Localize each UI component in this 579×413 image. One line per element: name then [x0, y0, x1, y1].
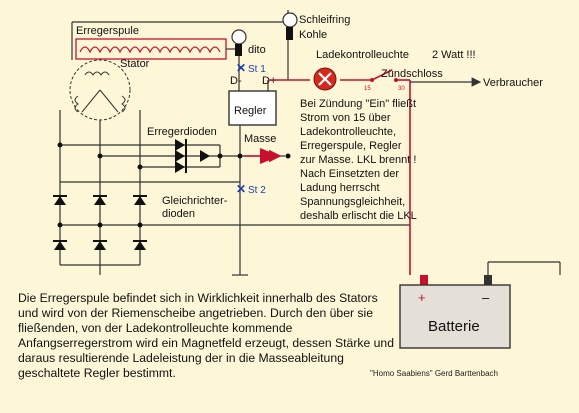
note-line: Ladung herrscht — [300, 182, 380, 194]
note-line: Nach Einsetzten der — [300, 168, 399, 180]
masse-label: Masse — [244, 133, 276, 145]
red-arrow-heads — [260, 148, 280, 164]
zuendschloss-label: Zündschloss — [381, 68, 443, 80]
stator-label: Stator — [120, 58, 150, 70]
st1-marker-icon: ✕ — [236, 61, 246, 75]
note-line: Ladekontrolleuchte, — [300, 126, 396, 138]
credit-text: "Homo Saabiens" Gerd Barttenbach — [370, 369, 498, 378]
dito-label: dito — [248, 44, 266, 56]
note-line: Bei Zündung "Ein" fließt — [300, 98, 416, 110]
num30-label: 30 — [398, 86, 405, 92]
watt-label: 2 Watt !!! — [432, 49, 476, 61]
erregerdioden-label: Erregerdioden — [147, 126, 217, 138]
slip-ring-brush — [282, 12, 298, 40]
st2-marker-icon: ✕ — [236, 182, 246, 196]
dminus-label: D- — [230, 75, 242, 87]
rectifier-diodes — [53, 195, 147, 250]
note-line: Spannungsgleichheit, — [300, 196, 405, 208]
battery-wires — [487, 261, 561, 275]
note-line: zur Masse. LKL brennt ! — [300, 154, 416, 166]
battery — [399, 275, 511, 349]
gleichrichter-label-1: Gleichrichter- — [162, 195, 228, 207]
explanation-note: Bei Zündung "Ein" fließt Strom von 15 üb… — [300, 98, 417, 222]
kohle-label: Kohle — [299, 29, 327, 41]
battery-minus-icon: – — [482, 290, 490, 305]
num15-label: 15 — [364, 86, 371, 92]
charge-lamp-icon — [313, 67, 337, 91]
st2-label: St 2 — [248, 185, 266, 196]
dplus-label: D+ — [262, 75, 276, 87]
excitation-diodes — [175, 139, 210, 173]
ladekontrollleuchte-label: Ladekontrolleuchte — [316, 49, 409, 61]
note-line: Erregerspule, Regler — [300, 140, 402, 152]
note-line: deshalb erlischt die LKL — [300, 210, 417, 222]
st1-label: St 1 — [248, 64, 266, 75]
note-line: Strom von 15 über — [300, 112, 391, 124]
junction-dots — [57, 142, 291, 228]
verbraucher-label: Verbraucher — [483, 77, 543, 89]
batterie-label: Batterie — [428, 318, 480, 335]
erregerspule-label: Erregerspule — [76, 25, 139, 37]
caption-text: Die Erregerspule befindet sich in Wirkli… — [18, 291, 394, 380]
ignition-switch-icon — [370, 69, 398, 82]
second-brush — [231, 29, 247, 56]
gleichrichter-label-2: dioden — [162, 208, 195, 220]
battery-plus-icon: + — [418, 290, 426, 305]
schleifring-label: Schleifring — [299, 14, 350, 26]
field-coil — [75, 38, 227, 60]
regler-label: Regler — [234, 105, 267, 117]
regulator — [228, 90, 277, 126]
